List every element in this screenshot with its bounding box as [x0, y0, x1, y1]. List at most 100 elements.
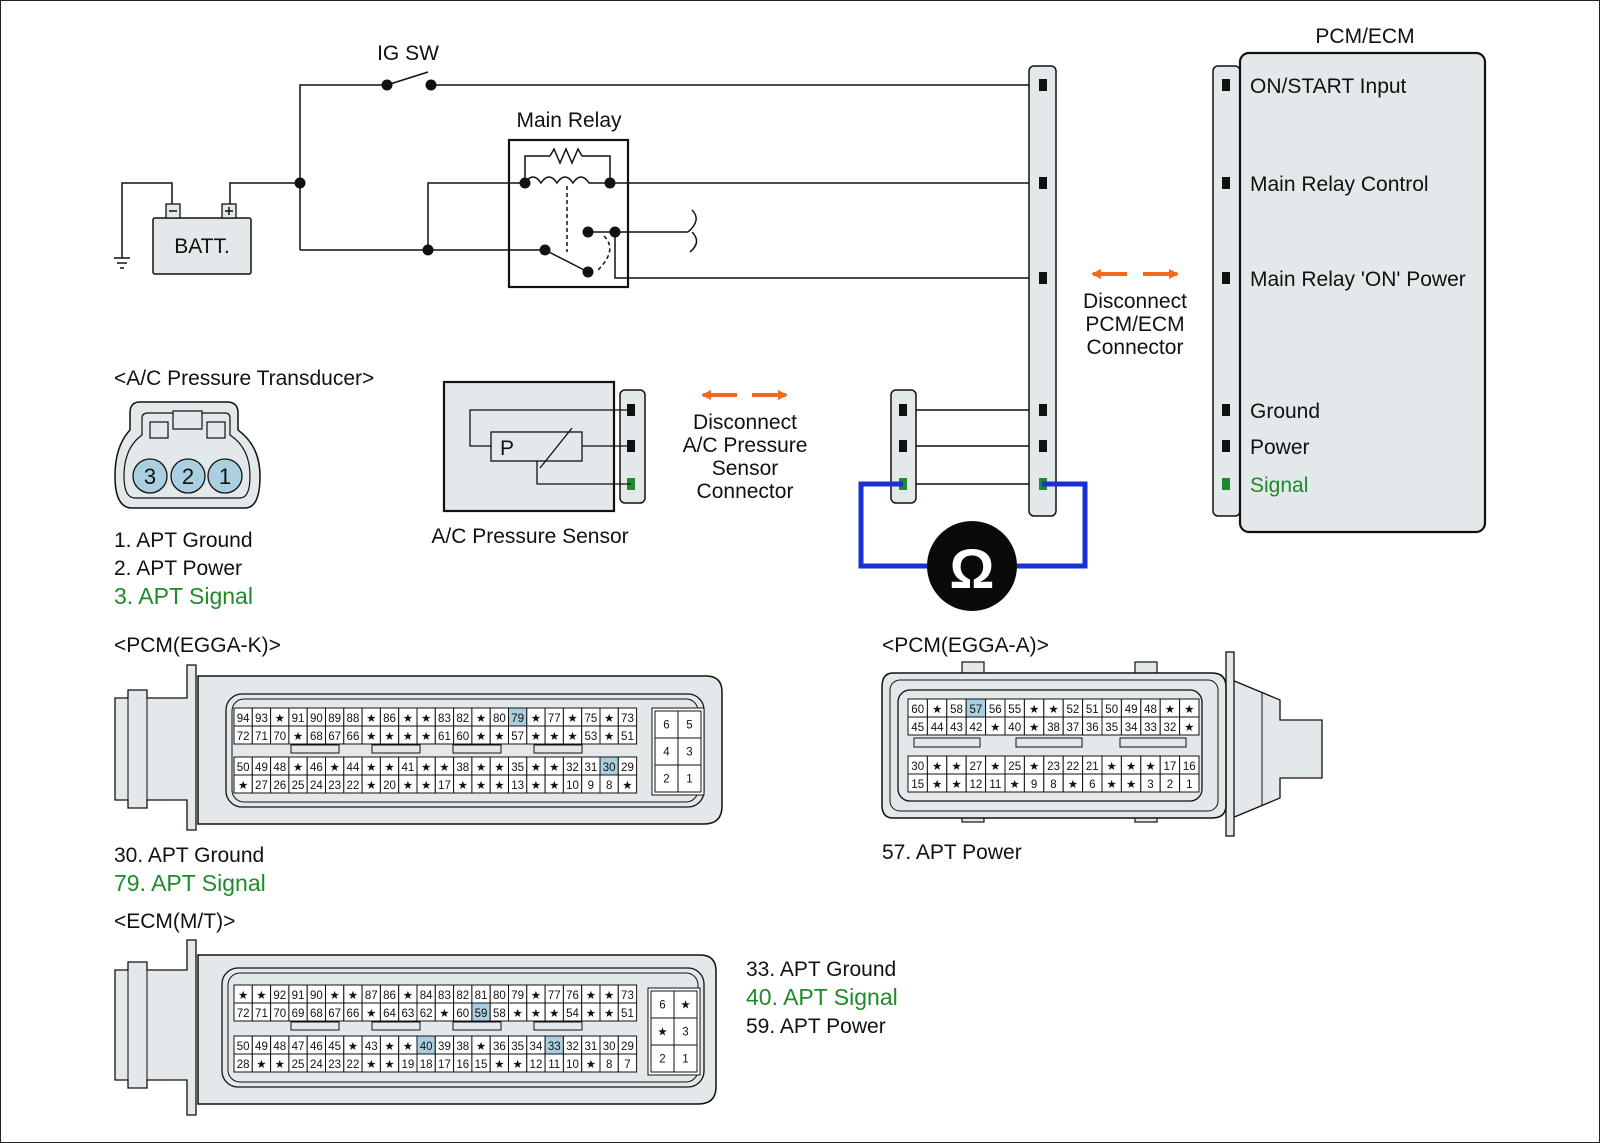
svg-text:3. APT Signal: 3. APT Signal [114, 583, 253, 609]
pin-label: 82 [456, 713, 469, 725]
pin-label: 36 [493, 1041, 506, 1053]
pin-label: ★ [439, 1008, 449, 1020]
pin-label: 48 [1144, 704, 1157, 716]
pin-label: 25 [1008, 761, 1021, 773]
pin-label: ★ [293, 762, 303, 774]
pin-label: ★ [512, 1059, 522, 1071]
pin-label: ★ [512, 1008, 522, 1020]
svg-text:1. APT Ground: 1. APT Ground [114, 529, 253, 552]
svg-text:Connector: Connector [697, 480, 794, 503]
pin-label: ★ [604, 731, 614, 743]
side-pin-label: 2 [659, 1054, 665, 1066]
svg-text:30. APT Ground: 30. APT Ground [114, 844, 264, 867]
pin-label: 17 [1164, 761, 1177, 773]
pin-label: ★ [586, 990, 596, 1002]
pin-cell [617, 725, 638, 745]
connector-key [452, 1021, 502, 1031]
pin-label: ★ [1048, 704, 1058, 716]
pin-label: ★ [476, 780, 486, 792]
pin-label: 75 [584, 713, 597, 725]
pin-main-relay-on-power: Main Relay 'ON' Power [1250, 268, 1466, 291]
pin-label: ★ [531, 762, 541, 774]
pin-label: 88 [347, 713, 360, 725]
pin-label: 47 [292, 1041, 305, 1053]
side-pin-label: 6 [663, 720, 669, 732]
pin-label: 45 [328, 1041, 341, 1053]
pin-label: 1 [1186, 779, 1192, 791]
main-relay-label: Main Relay [516, 109, 622, 132]
pin-label: 51 [621, 731, 634, 743]
pin-label: ★ [586, 1059, 596, 1071]
pin-label: 93 [255, 713, 268, 725]
pin-label: 19 [401, 1059, 414, 1071]
battery-label: BATT. [174, 235, 230, 258]
pin-label: 34 [530, 1041, 543, 1053]
svg-text:79. APT Signal: 79. APT Signal [114, 870, 266, 896]
pcm-harness-connector [1028, 65, 1057, 517]
side-pin-label: 1 [682, 1054, 688, 1066]
pin-label: ★ [403, 713, 413, 725]
pin-label: ★ [604, 713, 614, 725]
pin-label: 91 [292, 990, 305, 1002]
pin-label: ★ [476, 713, 486, 725]
pin-label: 8 [606, 780, 612, 792]
pin-label: 57 [511, 731, 524, 743]
pin-label: 16 [456, 1059, 469, 1071]
pin-label: 17 [438, 1059, 451, 1071]
pin-label: 89 [328, 713, 341, 725]
pin-label: 84 [420, 990, 433, 1002]
side-pin-label: 4 [663, 747, 670, 759]
side-pin-label: ★ [657, 1027, 667, 1039]
svg-text:Disconnect: Disconnect [1083, 290, 1187, 313]
ac-sensor-caption: A/C Pressure Sensor [431, 525, 628, 548]
pin-label: ★ [549, 1008, 559, 1020]
pin-label: 68 [310, 1008, 323, 1020]
pin-on-start: ON/START Input [1250, 75, 1407, 98]
ecm-notes: 33. APT Ground 40. APT Signal 59. APT Po… [746, 958, 898, 1038]
pin-label: ★ [951, 761, 961, 773]
apt-pin-legend: 1. APT Ground 2. APT Power 3. APT Signal [114, 529, 253, 609]
pin-cell [617, 1053, 638, 1073]
pin-label: 40 [420, 1041, 433, 1053]
pin-label: 54 [566, 1008, 579, 1020]
pin-label: ★ [403, 1041, 413, 1053]
pin-label: ★ [238, 780, 248, 792]
pin-label: ★ [1029, 722, 1039, 734]
pin-label: 20 [383, 780, 396, 792]
pin-label: ★ [494, 731, 504, 743]
pin-label: ★ [531, 1008, 541, 1020]
pin-label: 56 [989, 704, 1002, 716]
pin-label: ★ [329, 990, 339, 1002]
pin-label: 23 [328, 780, 341, 792]
pin-label: ★ [366, 731, 376, 743]
pcm-k-notes: 30. APT Ground 79. APT Signal [114, 844, 266, 896]
pin-label: 91 [292, 713, 305, 725]
pcm-ecm-title: PCM/ECM [1315, 25, 1414, 48]
side-pin-label: 2 [663, 774, 669, 786]
pin-label: 86 [383, 713, 396, 725]
pin-label: 30 [603, 1041, 616, 1053]
pin-label: ★ [384, 1041, 394, 1053]
pin-label: 50 [237, 762, 250, 774]
pin-label: ★ [932, 761, 942, 773]
pin-label: ★ [403, 990, 413, 1002]
pin-label: 25 [292, 1059, 305, 1071]
pin-label: ★ [1165, 704, 1175, 716]
pin-label: 49 [255, 1041, 268, 1053]
connector-key [913, 737, 981, 748]
pin-label: 80 [493, 713, 506, 725]
pin-label: 9 [1031, 779, 1037, 791]
pin-label: 35 [1105, 722, 1118, 734]
pin-label: ★ [403, 780, 413, 792]
pin-label: 76 [566, 990, 579, 1002]
pin-label: 33 [548, 1041, 561, 1053]
pin-label: 32 [1164, 722, 1177, 734]
pin-label: 90 [310, 713, 323, 725]
pin-label: 8 [1050, 779, 1056, 791]
pin-label: ★ [256, 990, 266, 1002]
pin-label: 61 [438, 731, 451, 743]
pin-label: ★ [494, 762, 504, 774]
pin-label: ★ [1029, 761, 1039, 773]
side-pin-label: ★ [680, 1000, 690, 1012]
